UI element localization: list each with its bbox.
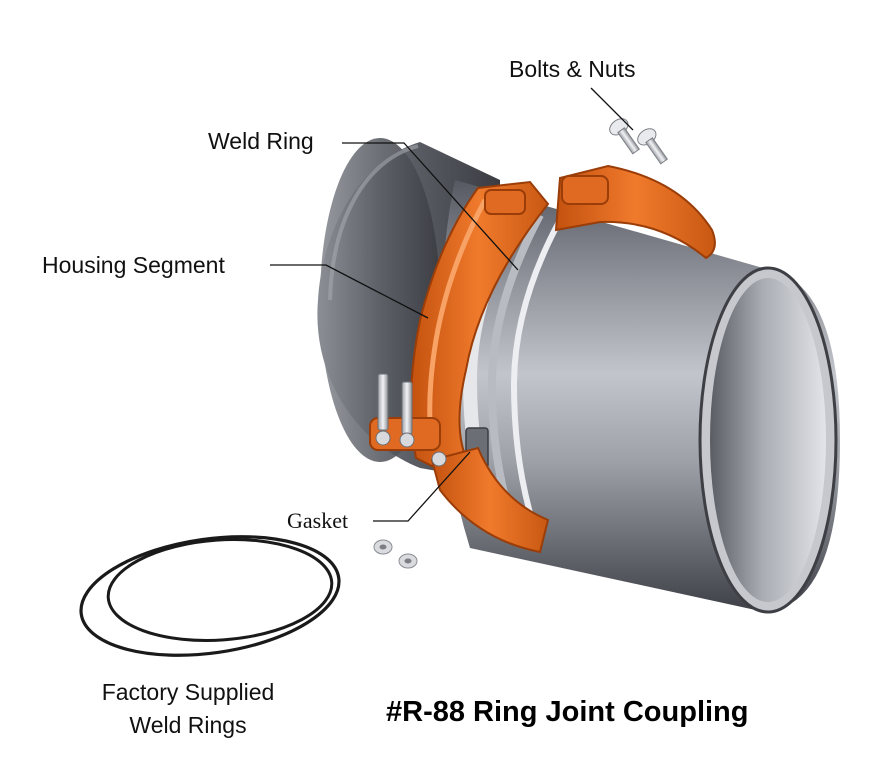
right-pipe xyxy=(440,180,840,614)
housing-segment-label: Housing Segment xyxy=(42,252,225,278)
factory-rings-label-line2: Weld Rings xyxy=(129,712,247,738)
housing-segment-top xyxy=(554,164,716,260)
bolts-and-nuts xyxy=(609,118,669,165)
loose-nuts xyxy=(373,539,418,569)
installed-bolts xyxy=(375,373,447,467)
leader-gasket xyxy=(373,451,471,522)
factory-weld-rings xyxy=(79,535,341,657)
leader-bolts xyxy=(590,87,634,131)
weld-ring-label: Weld Ring xyxy=(208,128,314,154)
leader-lines xyxy=(270,87,634,522)
bolts-nuts-label: Bolts & Nuts xyxy=(509,56,636,82)
leader-housing xyxy=(270,264,429,319)
factory-rings-label-line1: Factory Supplied xyxy=(101,679,275,705)
housing-segment-bottom xyxy=(430,446,550,554)
gasket-label: Gasket xyxy=(287,508,349,533)
leader-weld-ring xyxy=(342,142,519,271)
diagram-title: #R-88 Ring Joint Coupling xyxy=(386,696,749,728)
